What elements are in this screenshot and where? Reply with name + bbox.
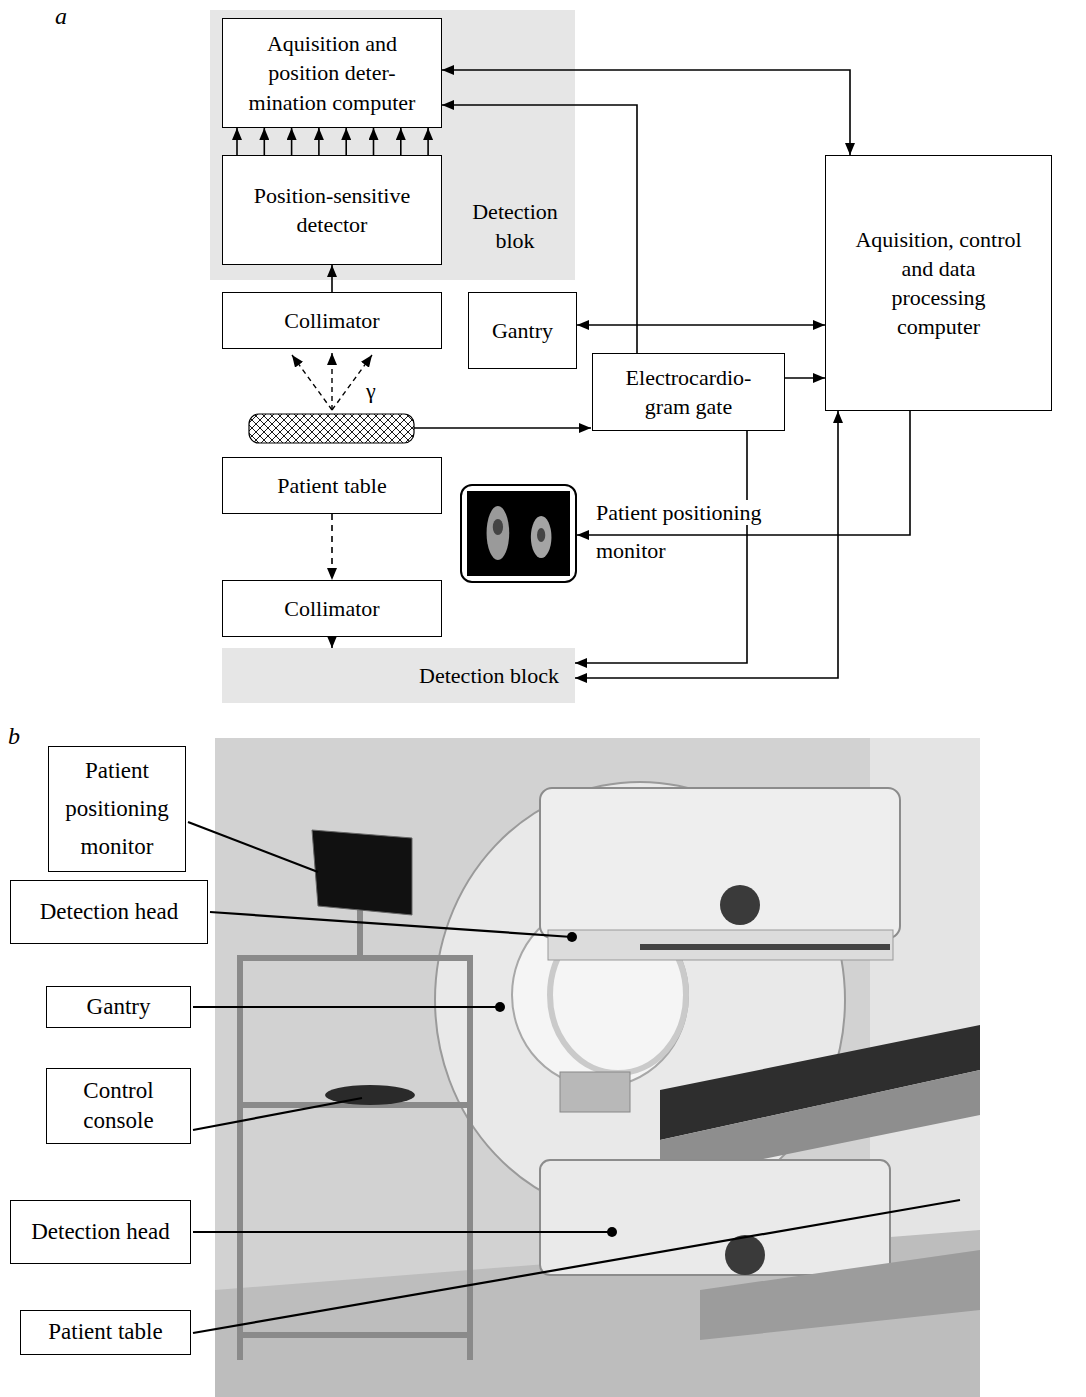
- connector: [236, 128, 238, 155]
- callout-label: Patient positioning monitor: [55, 752, 179, 866]
- cart-post: [237, 955, 243, 1360]
- callout-label: Patient table: [48, 1317, 162, 1347]
- callout-box: Patient positioning monitor: [48, 746, 186, 872]
- connector: [785, 377, 825, 379]
- leader-line: [193, 1231, 612, 1233]
- connector: [331, 514, 333, 580]
- connector: [373, 128, 375, 155]
- ecg-lead: [414, 427, 591, 429]
- callout-label: Gantry: [87, 992, 151, 1022]
- upper-head: [540, 788, 900, 938]
- lower-head: [540, 1160, 890, 1275]
- leader-line: [210, 912, 572, 937]
- upper-head-slot: [640, 944, 890, 950]
- connector: [331, 265, 333, 292]
- gamma-ray: [292, 355, 332, 410]
- callout-box: Detection head: [10, 880, 208, 944]
- detection-band: Detection block: [222, 648, 575, 703]
- node-label: Collimator: [284, 594, 379, 623]
- panel-letter: a: [55, 2, 67, 31]
- process-box: Collimator: [222, 292, 442, 349]
- process-box: Aquisition, control and data processing …: [825, 155, 1052, 411]
- head-holder: [560, 1072, 630, 1112]
- node-label: Aquisition and position deter- mination …: [235, 29, 429, 116]
- connector: [400, 128, 402, 155]
- monitor-screen: [312, 830, 412, 915]
- connector: [318, 128, 320, 155]
- callout-box: Gantry: [46, 986, 191, 1028]
- scan-core: [493, 519, 503, 535]
- upper-head-face: [548, 930, 893, 960]
- callout-label: Control console: [53, 1076, 184, 1136]
- photo-wall: [215, 738, 980, 1397]
- process-box: Gantry: [468, 292, 577, 369]
- connector: [345, 128, 347, 155]
- node-label: Detection block: [419, 661, 559, 690]
- connector: [291, 128, 293, 155]
- callout-label: Detection head: [40, 897, 179, 927]
- node-label: Patient positioning monitor: [596, 500, 762, 563]
- patient-shape: [249, 414, 414, 443]
- connector: [575, 411, 838, 678]
- monitor-stand: [357, 910, 363, 958]
- scan-blob: [487, 506, 510, 560]
- node-label: Aquisition, control and data processing …: [854, 225, 1023, 341]
- process-box: Position-sensitive detector: [222, 155, 442, 265]
- connector: [427, 128, 429, 155]
- cart-bar: [240, 1332, 470, 1338]
- leader-dot: [495, 1002, 505, 1012]
- monitor-picture: [467, 491, 570, 576]
- symbol-label: γ: [366, 378, 376, 404]
- monitor-screen: [467, 491, 570, 576]
- scan-core: [537, 528, 545, 542]
- connector: [577, 324, 825, 326]
- process-box: Aquisition and position deter- mination …: [222, 18, 442, 128]
- leader-lines: [188, 822, 960, 1333]
- leader-dot: [567, 932, 577, 942]
- leader-line: [193, 1098, 362, 1130]
- node-label: Gantry: [492, 316, 553, 345]
- scan-blob: [531, 516, 552, 558]
- callout-box: Detection head: [10, 1200, 191, 1264]
- cart-post: [467, 955, 473, 1360]
- process-box: Collimator: [222, 580, 442, 637]
- callout-box: Control console: [46, 1068, 191, 1144]
- panel-letter: b: [8, 722, 20, 751]
- connector: [331, 637, 333, 648]
- band-label: Detection blok: [460, 197, 570, 255]
- callout-label: Detection head: [31, 1217, 170, 1247]
- monitor-icon: Patient positioning monitor: [460, 484, 577, 583]
- gamma-ray: [331, 353, 332, 410]
- leader-line: [193, 1006, 500, 1008]
- leader-dot: [607, 1227, 617, 1237]
- lower-head-mark: [725, 1235, 765, 1275]
- node-label: Position-sensitive detector: [235, 181, 429, 239]
- process-box: Electrocardio- gram gate: [592, 353, 785, 431]
- cart-bar: [240, 955, 470, 961]
- leader-line: [193, 1200, 960, 1333]
- cart: [240, 910, 470, 1360]
- upper-head-mark: [720, 885, 760, 925]
- process-box: Patient table: [222, 457, 442, 514]
- connector: [263, 128, 265, 155]
- callout-box: Patient table: [20, 1310, 191, 1355]
- leader-line: [188, 822, 318, 872]
- table-base: [700, 1250, 980, 1340]
- photo: [215, 738, 980, 1397]
- node-label: Patient table: [277, 471, 386, 500]
- label-wrap: Patient positioning monitor: [596, 494, 821, 570]
- node-label: Collimator: [284, 306, 379, 335]
- node-label: Electrocardio- gram gate: [611, 363, 766, 421]
